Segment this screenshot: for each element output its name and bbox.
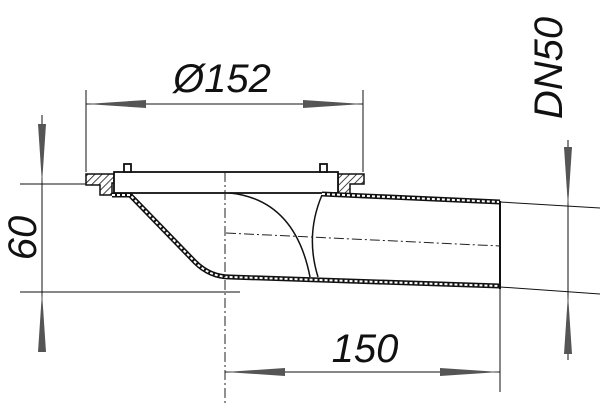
dimension-lines xyxy=(38,100,572,376)
length-label: 150 xyxy=(332,327,399,371)
body-wall xyxy=(112,191,501,289)
extension-lines xyxy=(20,90,600,392)
outlet-label: DN50 xyxy=(527,17,571,119)
center-lines xyxy=(224,172,501,406)
grate xyxy=(113,163,339,194)
diameter-label: Ø152 xyxy=(171,57,271,101)
height-label: 60 xyxy=(1,216,45,261)
